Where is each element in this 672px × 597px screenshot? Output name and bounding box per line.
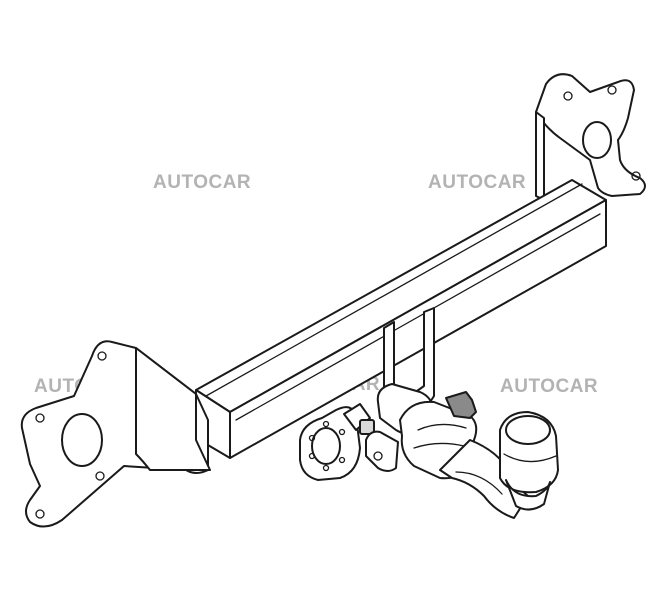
left-mounting-plate (20, 340, 211, 528)
watermark-bottom-right: AUTOCAR (500, 376, 598, 397)
socket-plate (299, 403, 375, 481)
watermark-top-left: AUTOCAR (153, 172, 251, 193)
tow-ball (499, 411, 559, 511)
right-mounting-plate (535, 73, 646, 201)
watermark-top-right: AUTOCAR (428, 172, 526, 193)
